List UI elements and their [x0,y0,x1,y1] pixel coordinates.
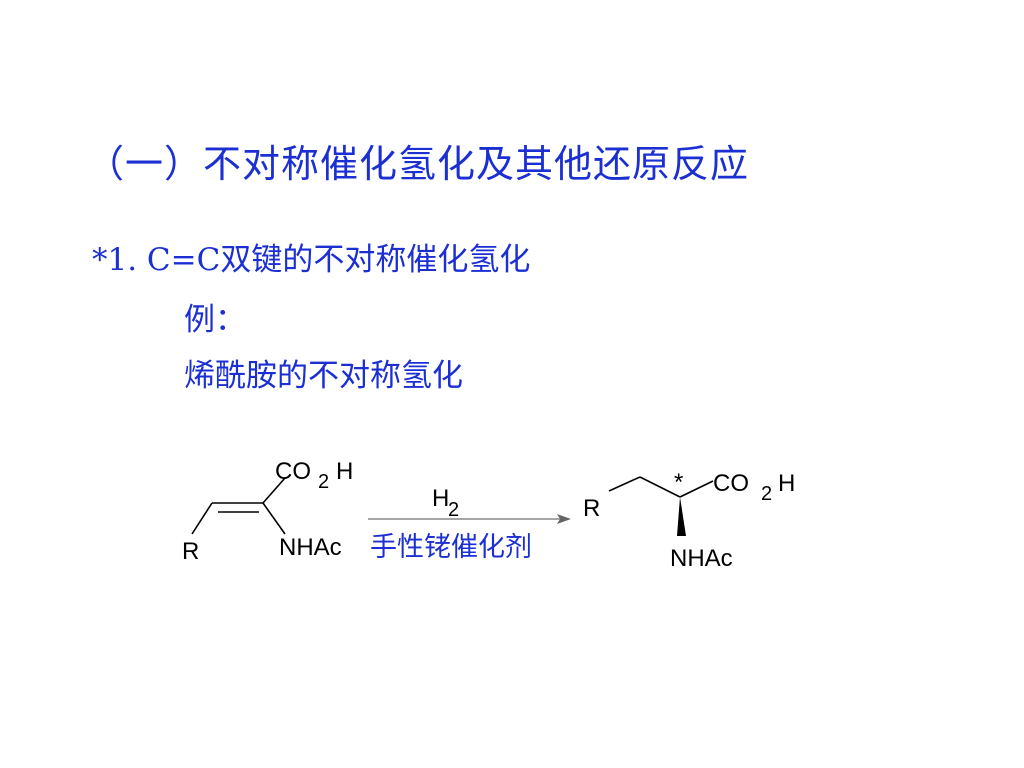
reactant-bond-amide [262,502,286,535]
product-acid-subscript: 2 [761,483,772,505]
product-acid-co: CO [713,470,749,497]
reagent-h2-subscript: 2 [448,499,459,521]
example-label: 例： [184,302,246,338]
reactant-structure: R CO 2 H NHAc [182,458,353,565]
bullet-point-1: *1. C=C双键的不对称催化氢化 [92,242,531,278]
reactant-r-group: R [182,538,199,565]
reactant-acid-subscript: 2 [318,471,329,493]
reagent-h2: H [432,485,449,512]
product-stereocenter-mark: * [674,469,683,496]
arrow-head [557,514,571,524]
product-bond-acid [679,480,714,498]
reactant-amide: NHAc [279,534,342,561]
product-bond-r [608,476,641,492]
product-r-group: R [583,495,600,522]
reaction-name: 烯酰胺的不对称氢化 [184,358,463,394]
product-bond-chain [639,476,681,498]
product-structure: R * CO 2 H NHAc [583,469,795,572]
reactant-bond-r [191,502,213,535]
product-amide: NHAc [670,545,733,572]
product-acid-h: H [778,470,795,497]
reactant-acid-h: H [336,458,353,485]
catalyst-label: 手性铑催化剂 [370,532,532,563]
slide-title: （一）不对称催化氢化及其他还原反应 [86,142,750,186]
reactant-acid-co: CO [275,458,311,485]
product-wedge-bond [677,497,686,536]
reactant-bond-acid [262,477,286,504]
reaction-arrow: H 2 手性铑催化剂 [368,485,571,563]
